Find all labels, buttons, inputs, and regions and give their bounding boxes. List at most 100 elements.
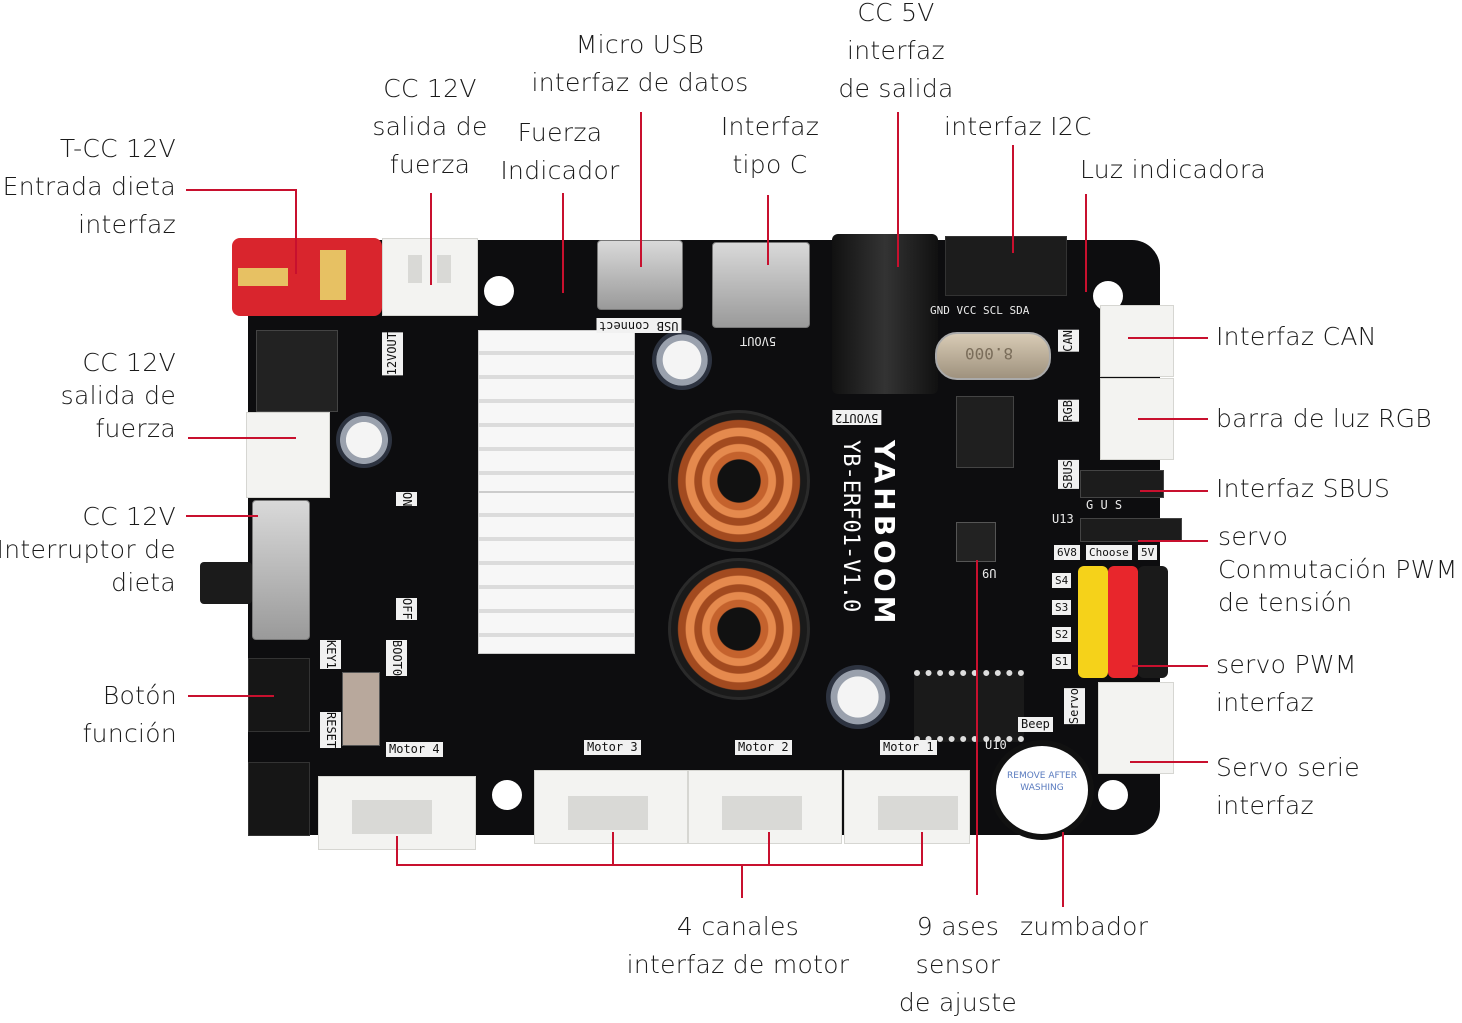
t-connector-pin [238,268,288,286]
capacitor-c29 [652,330,712,390]
callout-line [562,193,564,293]
callout-line [897,112,899,267]
silk-on: ON [396,492,417,507]
callout-line [767,195,769,265]
silk-5vout: 5VOUT [740,334,777,348]
mounting-hole [1098,780,1128,810]
callout-line [1085,194,1087,292]
label-line: fuerza [389,150,471,179]
label-line: CC 12V [82,502,176,531]
regulator-u8 [956,396,1014,468]
inductor-coil-l2 [668,558,810,700]
label-line: CC 12V [82,348,176,377]
silk-motor1: Motor 1 [880,740,937,755]
brand-logo: YAHBOOM [868,440,901,628]
pwm-header-signal[interactable] [1078,566,1108,678]
sbus-header[interactable] [1080,470,1164,498]
silk-s1: S1 [1052,654,1072,669]
callout-line [1138,540,1208,542]
label-i2c: interfaz I2C [944,108,1092,146]
driver-chip-u10 [914,670,1024,742]
callout-line [976,560,978,895]
label-line: interfaz de datos [531,68,749,97]
silk-5v: 5V [1138,545,1158,560]
label-servo-pwm: servo PWM interfaz [1216,646,1357,722]
silk-can: CAN [1058,330,1079,352]
callout-line [768,832,770,866]
callout-line [295,189,297,274]
label-line: de tensión [1218,588,1353,617]
power-switch[interactable] [252,500,310,640]
label-type-c: Interfaz tipo C [700,108,840,184]
silk-5vout2: 5VOUT2 [832,410,882,425]
serial-servo-connector[interactable] [1098,682,1174,774]
callout-line [1128,337,1208,339]
i2c-header[interactable] [945,236,1067,296]
board-model: YB-ERF01-V1.0 [838,440,863,613]
silk-choose: Choose [1086,545,1132,560]
label-line: interfaz [1216,791,1314,820]
pwm-header-power[interactable] [1108,566,1138,678]
silk-u13: U13 [1052,512,1074,526]
label-line: interfaz de motor [626,950,850,979]
label-line: de ajuste [898,988,1018,1017]
label-buzzer: zumbador [1020,908,1148,946]
silk-motor3: Motor 3 [584,740,641,755]
reset-button[interactable] [248,762,310,836]
label-line: 4 canales [676,912,800,941]
heatsink [478,492,635,654]
heatsink [478,330,635,492]
callout-line [430,193,432,285]
silk-boot0: BOOT0 [386,640,407,677]
label-line: tipo C [732,150,808,179]
label-servo-voltage: servo Conmutación PWM de tensión [1218,520,1458,619]
silk-off: OFF [396,598,417,620]
callout-line [1062,832,1064,907]
t-connector-pin [320,250,346,300]
label-line: Interfaz CAN [1216,322,1377,351]
boot0-button[interactable] [342,672,380,746]
can-connector[interactable] [1100,305,1174,377]
label-line: barra de luz RGB [1216,404,1432,433]
imu-sensor-chip [956,522,996,562]
inductor-coil [668,410,810,552]
label-tcc-input: T-CC 12V Entrada dieta interfaz [3,130,176,244]
label-line: sensor [915,950,1001,979]
silk-key1: KEY1 [320,640,341,669]
label-line: Servo serie [1216,753,1360,782]
pwm-header-ground[interactable] [1138,566,1168,678]
label-line: interfaz [847,36,945,65]
label-line: Conmutación PWM [1218,555,1458,584]
silk-s3: S3 [1052,600,1072,615]
connector-slot [878,796,958,830]
micro-usb-port[interactable] [597,240,683,310]
label-line: CC 5V [857,0,935,27]
label-line: servo PWM [1216,650,1357,679]
label-can: Interfaz CAN [1216,318,1377,356]
label-power-indicator: Fuerza Indicador [490,114,630,190]
label-line: Micro USB [575,30,705,59]
label-line: Interfaz SBUS [1216,474,1391,503]
silk-reset: RESET [320,712,341,749]
label-line: T-CC 12V [59,134,176,163]
dc-5v-output-jack[interactable] [832,234,938,394]
connector-slot [568,796,648,830]
callout-line [186,515,258,517]
callout-line [612,832,614,866]
callout-line [1130,761,1208,763]
silk-u10: U10 [985,738,1007,752]
callout-line [188,695,274,697]
silk-beep: Beep [1018,717,1053,732]
label-line: Entrada dieta [2,172,176,201]
label-sbus: Interfaz SBUS [1216,470,1390,508]
silk-12vout: 12VOUT [382,332,403,376]
usb-type-c-port[interactable] [712,242,810,328]
label-line: salida de [372,112,488,141]
servo-voltage-jumper[interactable] [1080,518,1182,542]
callout-line [741,864,743,898]
power-switch-knob[interactable] [200,562,252,604]
label-line: Fuerza [517,118,603,147]
mounting-hole [484,276,514,306]
mounting-hole [492,780,522,810]
label-line: de salida [838,74,954,103]
